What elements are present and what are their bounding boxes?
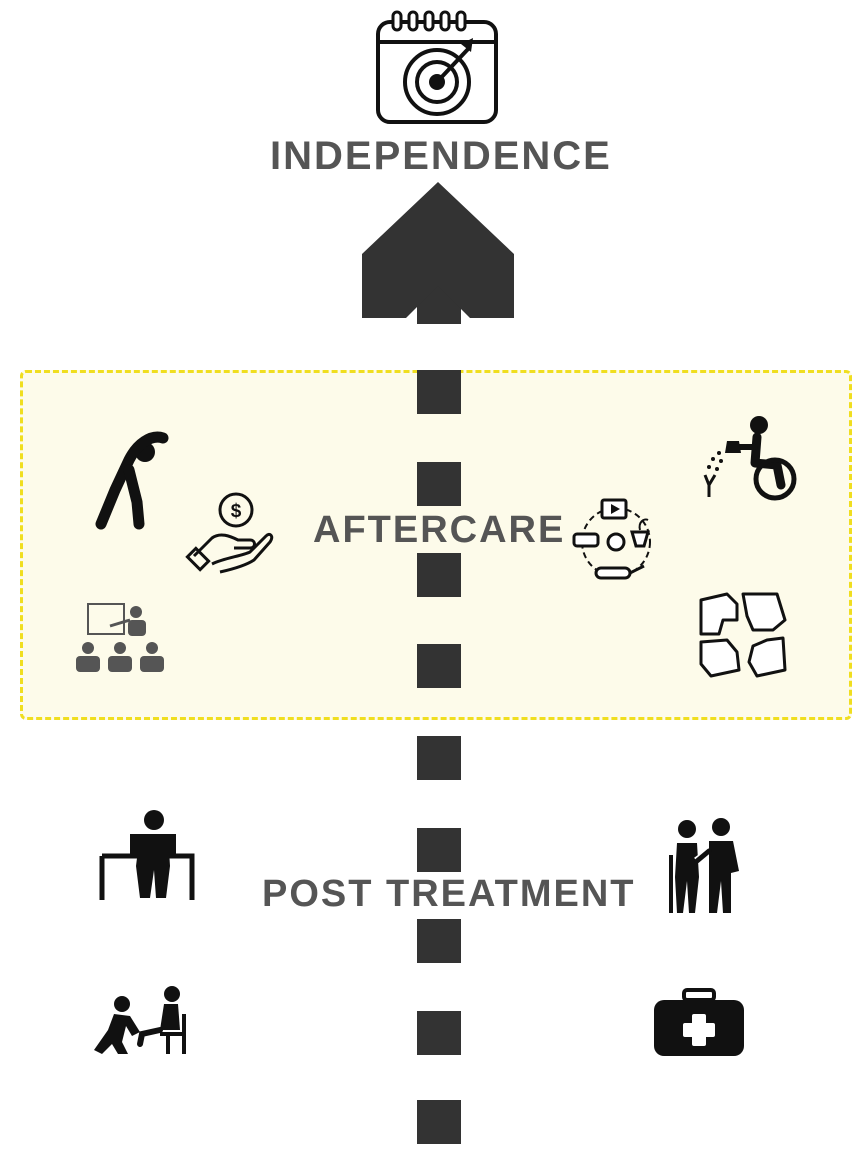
group-training-icon <box>76 603 164 672</box>
path-segment <box>417 828 461 872</box>
hands-together-icon <box>699 592 787 678</box>
path-segment <box>417 644 461 688</box>
stretching-exercise-icon <box>95 431 169 530</box>
dollar-sign: $ <box>231 501 242 522</box>
path-segment <box>417 370 461 414</box>
assisted-walking-icon <box>669 818 739 913</box>
path-segment <box>417 919 461 963</box>
calendar-target-icon <box>376 10 498 124</box>
wheelchair-gardening-icon <box>703 416 797 501</box>
first-aid-kit-icon <box>654 988 744 1056</box>
independence-label: INDEPENDENCE <box>270 134 612 178</box>
parallel-bars-walking-icon <box>99 810 195 900</box>
aftercare-label: AFTERCARE <box>313 509 566 551</box>
arrow-head-icon <box>362 182 514 318</box>
post-treatment-label: POST TREATMENT <box>262 873 636 915</box>
money-hand-icon: $ <box>185 492 274 574</box>
physiotherapy-session-icon <box>94 986 186 1054</box>
path-segment <box>417 1011 461 1055</box>
path-segment <box>417 1100 461 1144</box>
path-segment <box>417 462 461 506</box>
path-segment <box>417 736 461 780</box>
healthy-lifestyle-icon <box>572 498 651 580</box>
path-segment <box>417 553 461 597</box>
